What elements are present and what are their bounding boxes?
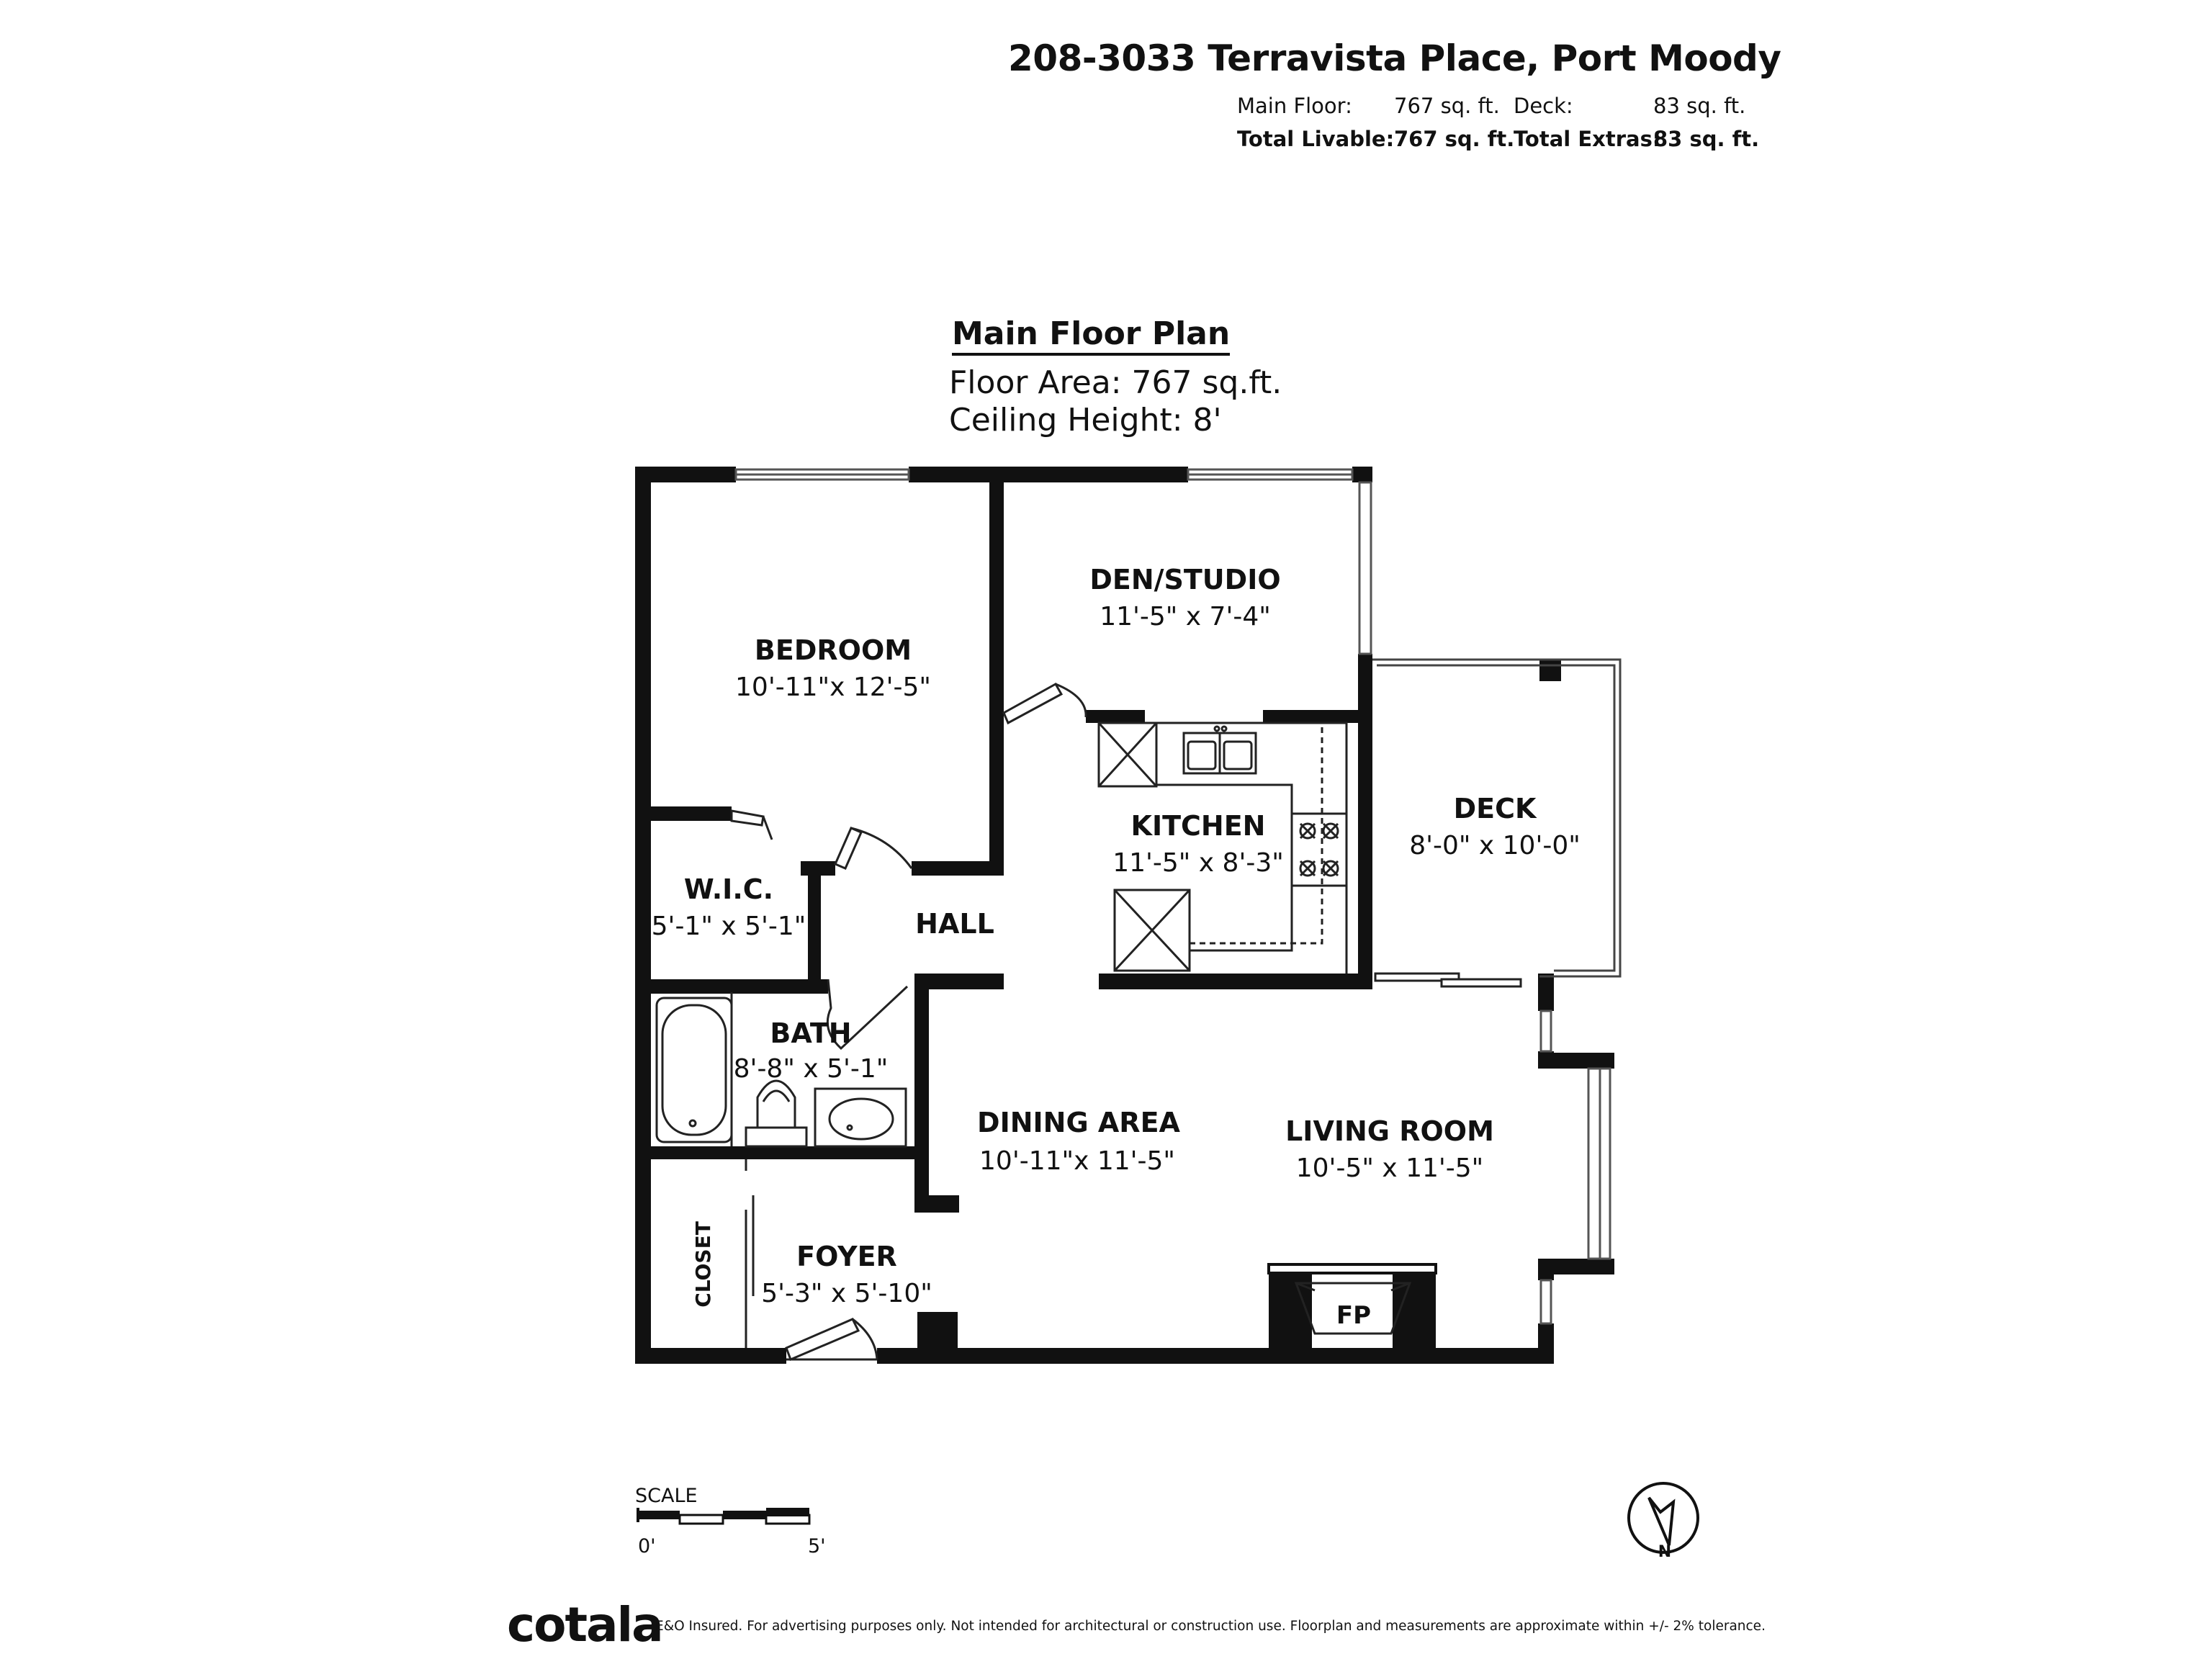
main-floor-label: Main Floor:: [1237, 94, 1352, 118]
room-deck-dims: 8'-0" x 10'-0": [1409, 831, 1581, 860]
room-wic-dims: 5'-1" x 5'-1": [652, 912, 806, 941]
total-livable-value: 767 sq. ft.: [1394, 127, 1515, 151]
scale-end: 5': [808, 1535, 826, 1557]
brand-logo: cotala: [507, 1597, 664, 1653]
room-bath-dims: 8'-8" x 5'-1": [734, 1054, 889, 1084]
plan-title: Main Floor Plan: [952, 316, 1231, 356]
room-kitchen-dims: 11'-5" x 8'-3": [1112, 848, 1284, 878]
total-extras-value: 83 sq. ft.: [1653, 127, 1760, 151]
property-address: 208-3033 Terravista Place, Port Moody: [1008, 37, 1781, 79]
total-livable-label: Total Livable:: [1237, 127, 1395, 151]
room-bath-name: BATH: [770, 1017, 851, 1049]
fireplace-label: FP: [1336, 1301, 1371, 1330]
scale-label: SCALE: [635, 1485, 698, 1507]
room-closet-name: CLOSET: [691, 1221, 715, 1308]
north-arrow-icon: N: [1627, 1482, 1699, 1561]
room-den-dims: 11'-5" x 7'-4": [1100, 602, 1271, 631]
room-living-dims: 10'-5" x 11'-5": [1296, 1154, 1484, 1183]
exterior-walls: [635, 467, 1614, 1364]
room-deck-name: DECK: [1454, 793, 1537, 824]
fixtures: [655, 721, 1412, 1335]
room-foyer-dims: 5'-3" x 5'-10": [761, 1279, 932, 1308]
room-bedroom-name: BEDROOM: [755, 634, 912, 666]
total-extras-label: Total Extras:: [1514, 127, 1661, 151]
deck-value: 83 sq. ft.: [1653, 94, 1746, 118]
room-foyer-name: FOYER: [796, 1241, 897, 1272]
floor-area: Floor Area: 767 sq.ft.: [949, 364, 1282, 401]
scale-bar: [637, 1508, 811, 1525]
main-floor-value: 767 sq. ft.: [1394, 94, 1500, 118]
room-living-name: LIVING ROOM: [1285, 1115, 1494, 1147]
room-bedroom-dims: 10'-11"x 12'-5": [735, 673, 931, 702]
windows: [734, 468, 1611, 1325]
scale-start: 0': [638, 1535, 656, 1557]
room-kitchen-name: KITCHEN: [1131, 810, 1266, 842]
disclaimer-text: E&O Insured. For advertising purposes on…: [655, 1619, 1766, 1634]
room-dining-name: DINING AREA: [977, 1107, 1180, 1138]
room-wic-name: W.I.C.: [684, 873, 773, 905]
doors: [730, 682, 1522, 1361]
deck-outline: [1372, 658, 1622, 978]
compass-north-label: N: [1658, 1543, 1671, 1561]
deck-label: Deck:: [1514, 94, 1573, 118]
room-hall-name: HALL: [915, 908, 994, 940]
room-dining-dims: 10'-11"x 11'-5": [979, 1146, 1175, 1176]
room-den-name: DEN/STUDIO: [1089, 564, 1280, 595]
ceiling-height: Ceiling Height: 8': [949, 402, 1222, 439]
